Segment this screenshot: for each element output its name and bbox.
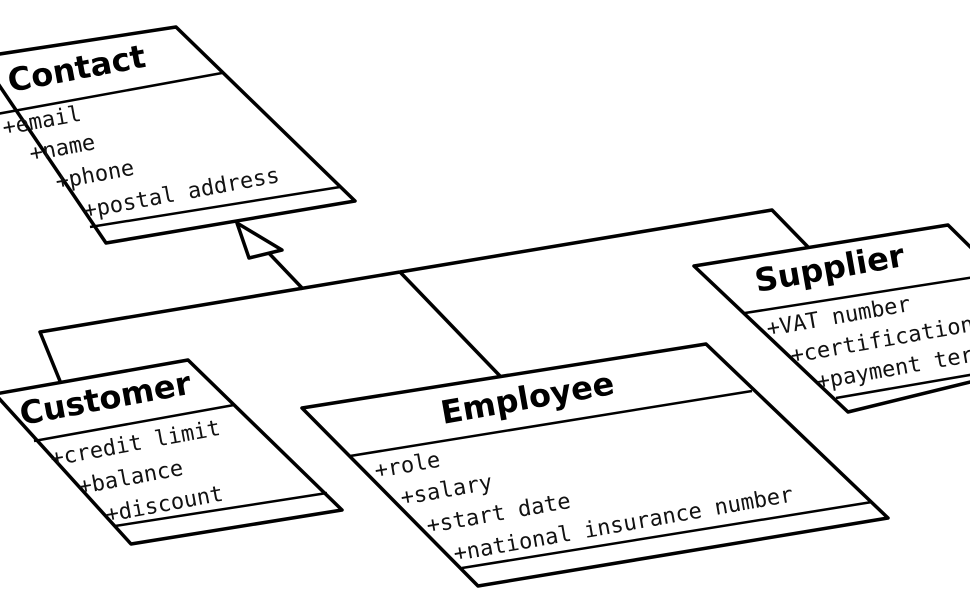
generalization-connectors xyxy=(38,208,810,387)
generalization-arrowhead-icon xyxy=(235,221,284,260)
class-operations-divider xyxy=(114,491,328,528)
class-supplier[interactable]: Supplier +VAT number +certification +pay… xyxy=(692,223,970,414)
class-operations-divider xyxy=(461,500,873,570)
class-operations-divider xyxy=(89,185,341,229)
class-box xyxy=(0,25,357,245)
generalization-line-supplier xyxy=(399,208,810,274)
class-contact[interactable]: Contact +email +name +phone +postal addr… xyxy=(0,25,357,245)
class-name-divider xyxy=(744,276,970,315)
class-box xyxy=(692,223,970,414)
generalization-line-customer xyxy=(38,270,401,387)
class-operations-divider xyxy=(835,373,970,400)
class-box xyxy=(300,342,890,588)
class-employee[interactable]: Employee +role +salary +start date +nati… xyxy=(300,342,890,588)
class-name-divider xyxy=(33,403,235,443)
class-name-divider xyxy=(349,389,753,458)
class-customer[interactable]: Customer +credit limit +balance +discoun… xyxy=(0,358,344,546)
generalization-trunk xyxy=(262,246,305,291)
generalization-line-employee xyxy=(398,270,502,378)
class-box xyxy=(0,358,344,546)
class-name-divider xyxy=(0,71,223,115)
